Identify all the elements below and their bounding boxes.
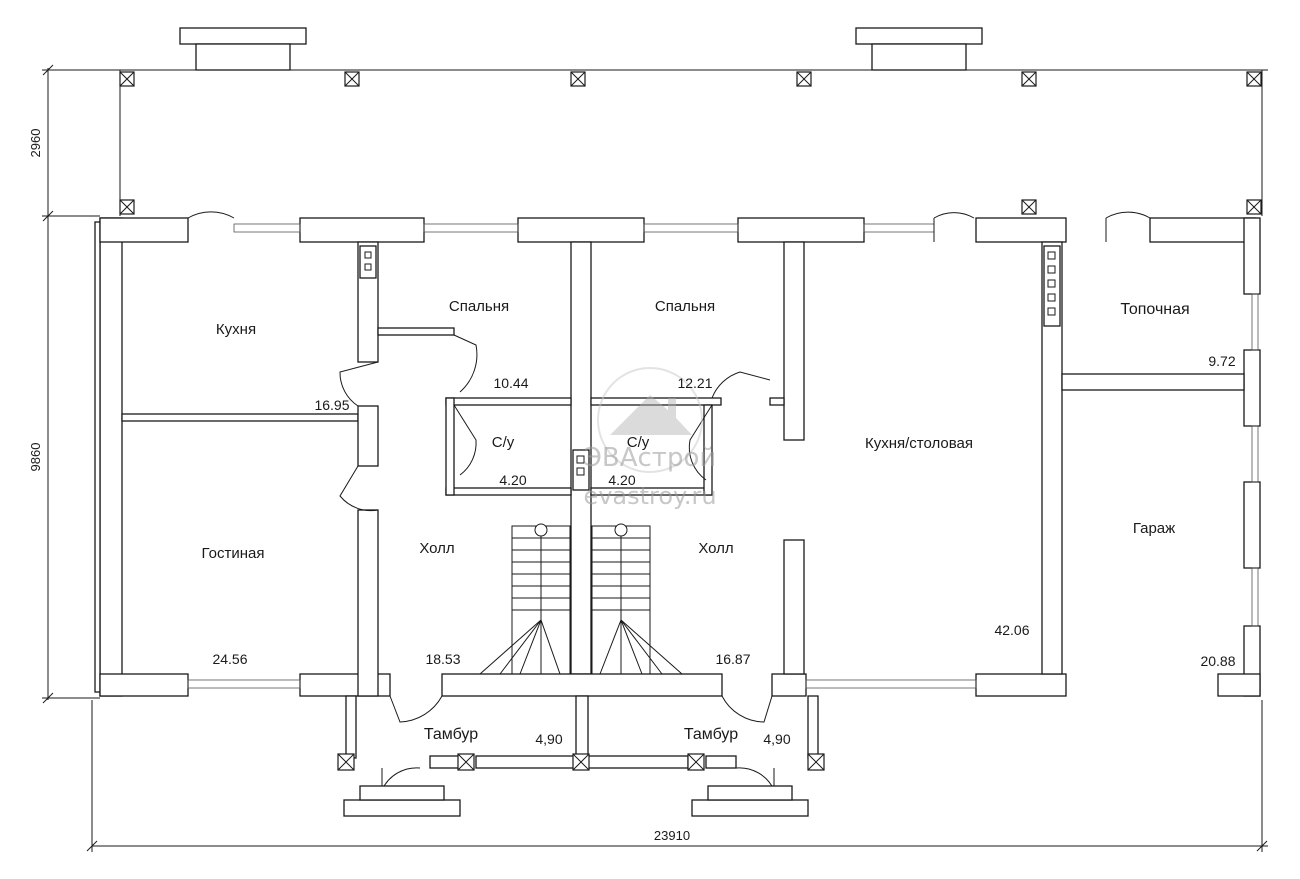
column — [572, 753, 590, 771]
room-area-hall-1: 18.53 — [425, 651, 460, 667]
terrace — [119, 70, 1263, 216]
terrace-columns — [119, 71, 1262, 215]
exterior-walls — [94, 217, 1261, 697]
total-width-dimension: 23910 — [654, 828, 690, 843]
column — [687, 753, 705, 771]
terrace-depth-dimension: 2960 — [28, 129, 43, 158]
room-label-hall-2: Холл — [698, 540, 733, 557]
chimney-right — [855, 27, 983, 71]
column — [570, 71, 586, 87]
column — [1021, 199, 1037, 215]
room-area-boiler: 9.72 — [1208, 353, 1235, 369]
room-area-vestibule-1: 4,90 — [535, 731, 562, 747]
column — [1246, 71, 1262, 87]
room-area-living: 24.56 — [212, 651, 247, 667]
room-area-wc-1: 4.20 — [499, 472, 526, 488]
column — [344, 71, 360, 87]
room-label-kitchen-left: Кухня — [216, 321, 256, 338]
staircase-left — [479, 523, 571, 675]
room-area-vestibule-2: 4,90 — [763, 731, 790, 747]
room-area-kitchen-left: 16.95 — [314, 397, 349, 413]
room-area-bedroom-2: 12.21 — [677, 375, 712, 391]
column — [457, 753, 475, 771]
column — [337, 753, 355, 771]
vestibules — [337, 695, 825, 817]
room-label-hall-1: Холл — [419, 540, 454, 557]
room-label-bedroom-1: Спальня — [449, 298, 509, 315]
room-label-boiler: Топочная — [1120, 301, 1189, 318]
room-area-garage: 20.88 — [1200, 653, 1235, 669]
doors — [187, 211, 1151, 791]
room-label-wc-2: С/у — [627, 434, 650, 451]
column — [1021, 71, 1037, 87]
watermark-brand: ЭВАстрой — [584, 443, 717, 473]
room-area-bedroom-1: 10.44 — [493, 375, 528, 391]
room-label-vestibule-1: Тамбур — [424, 726, 478, 743]
room-label-garage: Гараж — [1133, 520, 1175, 537]
room-label-bedroom-2: Спальня — [655, 298, 715, 315]
chimney-left — [179, 27, 307, 71]
room-label-living: Гостиная — [202, 545, 265, 562]
column — [807, 753, 825, 771]
column — [1246, 199, 1262, 215]
room-area-wc-2: 4.20 — [608, 472, 635, 488]
room-labels: Кухня 16.95 Спальня 10.44 Спальня 12.21 … — [202, 298, 1236, 747]
room-label-kitchen-dining: Кухня/столовая — [865, 435, 973, 452]
staircase-right — [591, 523, 683, 675]
house-logo-icon — [610, 395, 692, 435]
watermark-site: evastroy.ru — [583, 482, 716, 510]
room-label-wc-1: С/у — [492, 434, 515, 451]
column — [119, 199, 135, 215]
watermark: ЭВАстрой evastroy.ru — [583, 367, 717, 510]
room-area-kitchen-dining: 42.06 — [994, 622, 1029, 638]
house-depth-dimension: 9860 — [28, 443, 43, 472]
room-area-hall-2: 16.87 — [715, 651, 750, 667]
interior-walls — [121, 241, 1245, 697]
room-label-vestibule-2: Тамбур — [684, 726, 738, 743]
column — [796, 71, 812, 87]
column — [119, 71, 135, 87]
